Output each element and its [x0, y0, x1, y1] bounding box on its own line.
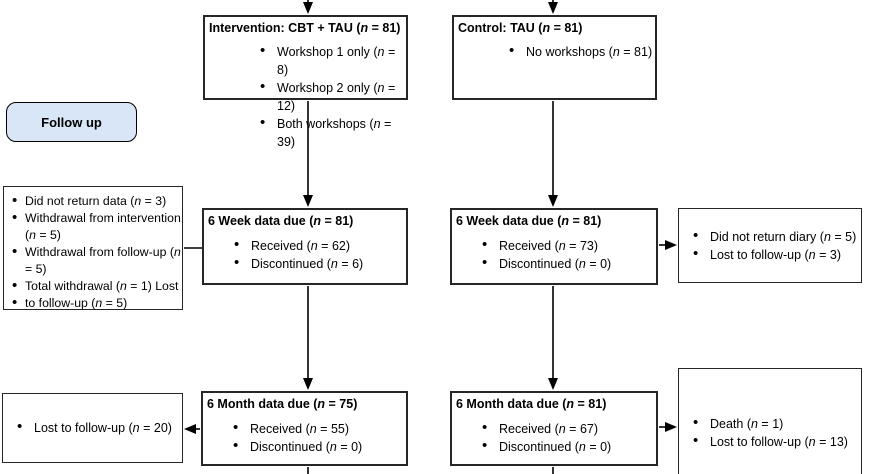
bullet-item: No workshops (n = 81) — [509, 42, 653, 61]
bullet-item: Withdrawal from follow-up (n = 5) — [12, 243, 181, 278]
bullet-list: Received (n = 55)Discontinued (n = 0) — [203, 419, 406, 456]
stage-pill-follow-up: Follow up — [6, 102, 137, 142]
bullet-item: Received (n = 67) — [482, 419, 654, 438]
bullet-item: Withdrawal from intervention (n = 5) — [12, 209, 181, 244]
bullet-item: Did not return diary (n = 5) — [693, 227, 859, 246]
box-diary-not-returned: Did not return diary (n = 5)Lost to foll… — [678, 208, 862, 283]
bullet-item: to follow-up (n = 5) — [12, 294, 181, 312]
box-withdrawal-reasons: Did not return data (n = 3)Withdrawal fr… — [3, 186, 183, 312]
bullet-list: Did not return data (n = 3)Withdrawal fr… — [4, 192, 182, 312]
bullet-item: Discontinued (n = 0) — [482, 437, 654, 456]
bullet-list: No workshops (n = 81) — [454, 42, 655, 61]
bullet-item: Death (n = 1) — [693, 414, 859, 433]
box-title: 6 Month data due (n = 81) — [456, 397, 607, 411]
box-month6-intervention: 6 Month data due (n = 75) Received (n = … — [201, 391, 408, 466]
bullet-list: Did not return diary (n = 5)Lost to foll… — [679, 227, 861, 264]
bullet-item: Discontinued (n = 6) — [234, 254, 404, 273]
bullet-item: Received (n = 55) — [233, 419, 404, 438]
box-title: Intervention: CBT + TAU (n = 81) — [209, 21, 401, 35]
box-death-lost-followup: Death (n = 1)Lost to follow-up (n = 13) — [678, 368, 862, 474]
box-week6-intervention: 6 Week data due (n = 81) Received (n = 6… — [202, 208, 408, 285]
stage-pill-label: Follow up — [41, 114, 102, 130]
bullet-list: Received (n = 73)Discontinued (n = 0) — [452, 236, 656, 273]
box-intervention-allocation: Intervention: CBT + TAU (n = 81) Worksho… — [203, 15, 408, 149]
bullet-item: Discontinued (n = 0) — [482, 254, 654, 273]
bullet-item: Did not return data (n = 3) — [12, 192, 181, 210]
bullet-list: Received (n = 67)Discontinued (n = 0) — [452, 419, 656, 456]
box-week6-control: 6 Week data due (n = 81) Received (n = 7… — [450, 208, 658, 285]
bullet-item: Workshop 2 only (n = 12) — [260, 78, 404, 115]
box-title: 6 Month data due (n = 75) — [207, 397, 358, 411]
bullet-list: Received (n = 62)Discontinued (n = 6) — [204, 236, 406, 273]
box-lost-to-followup: Lost to follow-up (n = 20) — [2, 393, 183, 463]
bullet-item: Received (n = 73) — [482, 236, 654, 255]
bullet-item: Workshop 1 only (n = 8) — [260, 42, 404, 79]
bullet-item: Both workshops (n = 39) — [260, 114, 404, 151]
box-title: 6 Week data due (n = 81) — [456, 214, 602, 228]
box-control-allocation: Control: TAU (n = 81) No workshops (n = … — [452, 15, 657, 100]
bullet-item: Lost to follow-up (n = 3) — [693, 245, 859, 264]
box-title: Control: TAU (n = 81) — [458, 21, 583, 35]
bullet-item: Lost to follow-up (n = 20) — [17, 418, 180, 437]
bullet-list: Lost to follow-up (n = 20) — [3, 418, 182, 437]
bullet-item: Received (n = 62) — [234, 236, 404, 255]
bullet-item: Total withdrawal (n = 1) Lost — [12, 277, 181, 295]
box-title: 6 Week data due (n = 81) — [208, 214, 354, 228]
bullet-item: Discontinued (n = 0) — [233, 437, 404, 456]
bullet-list: Workshop 1 only (n = 8)Workshop 2 only (… — [205, 42, 406, 151]
box-month6-control: 6 Month data due (n = 81) Received (n = … — [450, 391, 658, 466]
bullet-item: Lost to follow-up (n = 13) — [693, 432, 859, 451]
bullet-list: Death (n = 1)Lost to follow-up (n = 13) — [679, 414, 861, 451]
